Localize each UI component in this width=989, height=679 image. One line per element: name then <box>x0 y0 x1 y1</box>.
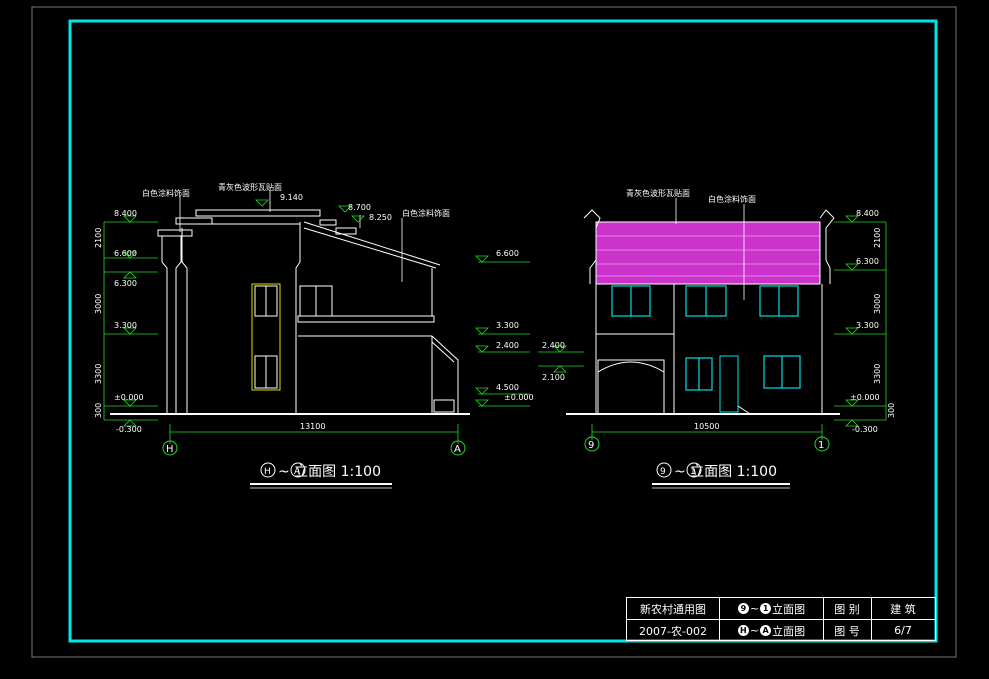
garage-door <box>597 359 665 415</box>
axis-bubble-H: H <box>166 444 174 455</box>
left-level-9140: 9.140 <box>280 193 303 202</box>
left-axis-bubbles <box>162 440 466 456</box>
svg-text:H: H <box>264 467 271 477</box>
right-elevation <box>566 209 840 415</box>
left-level-marks <box>103 199 530 444</box>
drawing-frame <box>68 19 938 643</box>
right-level-labels: 8.400 6.300 3.300 ±0.000 -0.300 2100 300… <box>542 188 896 434</box>
axis-bubble-1: 1 <box>818 440 824 451</box>
axis-bubble-9: 9 <box>588 440 594 451</box>
svg-text:±0.000: ±0.000 <box>850 393 880 402</box>
right-windows <box>611 285 801 391</box>
left-rlevel-4500: 4.500 <box>496 383 519 392</box>
right-roof-tiles <box>595 221 821 285</box>
right-leaders <box>675 198 745 300</box>
left-balcony-rail <box>297 315 435 323</box>
left-main-wall <box>181 222 301 414</box>
svg-text:2.100: 2.100 <box>542 373 565 382</box>
svg-text:1: 1 <box>690 467 696 477</box>
roof-tile-texture <box>596 235 820 277</box>
left-dim-3300: 3300 <box>94 364 103 384</box>
number-label: 图 号 <box>834 624 860 638</box>
right-axis-bubbles <box>584 436 830 452</box>
right-title-text: ~ 立面图 1:100 <box>674 464 777 480</box>
svg-text:6.300: 6.300 <box>856 257 879 266</box>
left-stair-window <box>251 283 281 391</box>
axis-bubble-A: A <box>454 444 461 455</box>
left-dim-300: 300 <box>94 403 103 418</box>
svg-text:300: 300 <box>887 403 896 418</box>
sheet-border <box>31 6 957 658</box>
left-title-text: ~ 立面图 1:100 <box>278 464 381 480</box>
left-level-8250: 8.250 <box>369 213 392 222</box>
svg-text:3300: 3300 <box>873 364 882 384</box>
svg-text:A: A <box>294 467 301 477</box>
left-elevation <box>110 190 470 415</box>
left-note-2: 青灰色波形瓦贴面 <box>218 182 282 192</box>
svg-text:青灰色波形瓦贴面: 青灰色波形瓦贴面 <box>626 188 690 198</box>
left-note-1: 白色涂料饰面 <box>142 188 190 198</box>
svg-text:8.400: 8.400 <box>856 209 879 218</box>
left-overall-dim: 13100 <box>300 422 325 431</box>
svg-text:9: 9 <box>660 467 666 477</box>
left-dim-3000: 3000 <box>94 294 103 314</box>
category-value: 建 筑 <box>890 602 916 616</box>
left-level-labels: 8.400 6.600 6.300 3.300 ±0.000 -0.300 21… <box>94 182 534 434</box>
number-value: 6/7 <box>894 624 912 637</box>
svg-text:-0.300: -0.300 <box>852 425 878 434</box>
left-level-6600: 6.600 <box>114 249 137 258</box>
left-level-6300: 6.300 <box>114 279 137 288</box>
svg-text:10500: 10500 <box>694 422 719 431</box>
left-sloped-roof <box>303 221 441 269</box>
right-title: 9 1 ~ 立面图 1:100 <box>652 462 790 489</box>
project-name: 新农村通用图 <box>640 602 706 616</box>
svg-text:2.400: 2.400 <box>542 341 565 350</box>
svg-text:3.300: 3.300 <box>856 321 879 330</box>
svg-text:白色涂料饰面: 白色涂料饰面 <box>708 194 756 204</box>
left-dim-2100: 2100 <box>94 228 103 248</box>
svg-text:3000: 3000 <box>873 294 882 314</box>
left-level-8700: 8.700 <box>348 203 371 212</box>
entrance-door <box>719 355 739 413</box>
left-rlevel-3300: 3.300 <box>496 321 519 330</box>
svg-text:2100: 2100 <box>873 228 882 248</box>
left-rlevel-2400: 2.400 <box>496 341 519 350</box>
project-code: 2007-农-002 <box>639 624 707 638</box>
left-level-8400: 8.400 <box>114 209 137 218</box>
left-level-0: ±0.000 <box>114 393 144 402</box>
left-rlevel-0: ±0.000 <box>504 393 534 402</box>
category-label: 图 别 <box>834 602 860 616</box>
left-level-m300: -0.300 <box>116 425 142 434</box>
left-pilaster <box>161 236 182 414</box>
left-level-3300: 3.300 <box>114 321 137 330</box>
left-note-3: 白色涂料饰面 <box>402 208 450 218</box>
left-title: H A ~ 立面图 1:100 <box>250 462 392 489</box>
left-rlevel-6600: 6.600 <box>496 249 519 258</box>
